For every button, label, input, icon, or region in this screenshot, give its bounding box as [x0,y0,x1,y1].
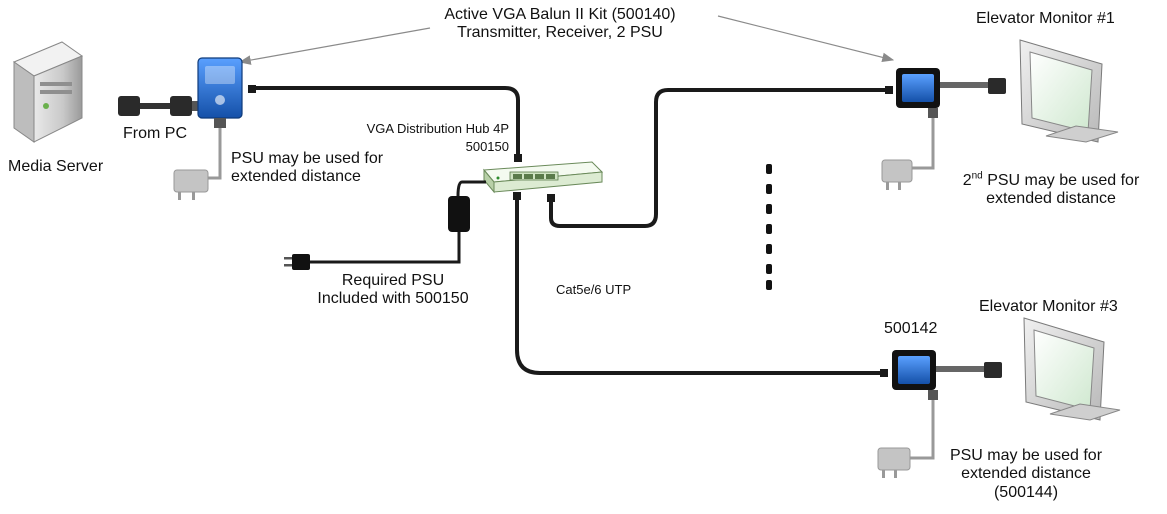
kit-title: Active VGA Balun II Kit (500140) Transmi… [410,6,710,43]
transmitter-psu-cable [206,128,222,180]
cable-transmitter-to-hub [250,86,520,160]
cable-hub-to-monitor1 [549,88,885,228]
from-pc-label: From PC [123,125,187,142]
second-psu-note-line2: extended distance [986,190,1116,208]
receiver3-psu-note-line1: PSU may be used for [949,447,1103,464]
receiver3-psu-cable [908,400,935,460]
required-psu-label: Required PSU Included with 500150 [288,272,498,309]
transmitter-psu-note: PSU may be used for extended distance [231,150,383,187]
receiver3-psu-icon [877,447,911,478]
kit-arrow-to-receiver [717,15,895,63]
cable-hub-to-monitor3 [515,196,880,375]
hub-power-cable [456,180,486,200]
cable-type-label: Cat5e/6 UTP [556,282,632,297]
hub-label: VGA Distribution Hub 4P 500150 [337,121,509,155]
more-monitors-ellipsis [766,164,772,290]
required-psu-label-line2: Included with 500150 [317,290,469,308]
wall-plug-icon [284,254,310,270]
transmitter-psu-icon [173,169,209,200]
monitor1-icon [1019,39,1119,143]
transmitter-psu-note-line1: PSU may be used for [231,150,384,167]
required-psu-label-line1: Required PSU [341,272,445,289]
receiver3-part-label: 500142 [884,320,938,337]
vga-distribution-hub-icon [482,161,604,194]
receiver3-psu-note-line2: extended distance [961,465,1091,483]
kit-title-line1: Active VGA Balun II Kit (500140) [444,6,676,23]
media-server-icon [12,41,84,143]
hub-label-line2: 500150 [465,138,509,154]
receiver1-balun-icon [896,68,1006,118]
hub-label-line1: VGA Distribution Hub 4P [366,121,509,136]
monitor1-label: Elevator Monitor #1 [976,10,1115,27]
receiver3-psu-note: PSU may be used for extended distance (5… [926,447,1126,502]
receiver3-balun-icon [892,350,1002,400]
receiver1-psu-cable [910,118,935,170]
receiver1-psu-icon [881,159,913,190]
second-psu-note-line1: 2nd PSU may be used for [945,170,1157,190]
kit-arrow-to-transmitter [238,27,431,65]
required-psu-icon [448,196,470,232]
transmitter-balun-icon [197,57,243,128]
media-server-label: Media Server [8,158,104,175]
required-psu-cord [310,232,461,264]
receiver3-psu-note-line3: (500144) [993,483,1059,501]
second-psu-note: 2nd PSU may be used for extended distanc… [945,170,1157,209]
transmitter-psu-note-line2: extended distance [231,168,361,186]
monitor3-icon [1023,317,1121,421]
second-psu-ordinal-suffix: nd [971,170,983,182]
second-psu-ordinal: 2 [962,172,972,189]
vga-cable-from-pc-icon [118,96,200,116]
kit-title-line2: Transmitter, Receiver, 2 PSU [457,24,663,42]
monitor3-label: Elevator Monitor #3 [979,298,1118,315]
second-psu-note-text: PSU may be used for [982,172,1140,189]
